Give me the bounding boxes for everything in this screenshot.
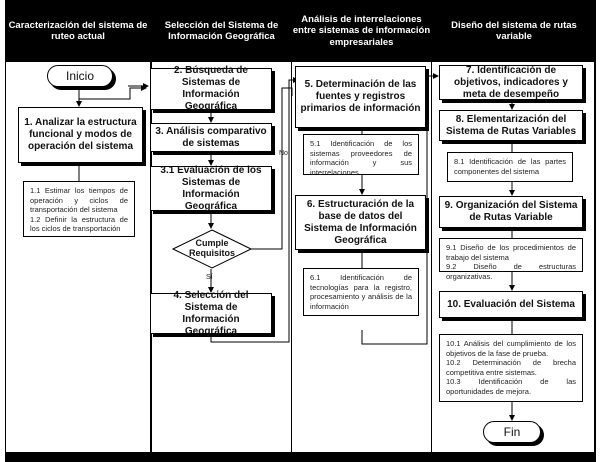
step-3: 3. Análisis comparativo de sistemas [150,123,272,152]
note-6-1-text: 6.1 Identificación de tecnologías para l… [310,273,412,311]
start-terminal: Inicio [47,65,113,87]
note-10: 10.1 Análisis del cumplimiento de los ob… [439,334,583,402]
note-5-1-text: 5.1 Identificación de los sistemas prove… [310,139,412,177]
lane-header-1: Caracterización del sistema de ruteo act… [8,19,148,42]
no-label: No [279,150,288,157]
note-8-1-text: 8.1 Identificación de las partes compone… [454,157,566,176]
step-6: 6. Estructuración de la base de datos de… [295,195,426,250]
note-10-item-3: 10.3 Identificación de las oportunidades… [446,377,576,396]
note-6-1: 6.1 Identificación de tecnologías para l… [303,268,419,316]
note-1: 1.1 Estimar los tiempos de operación y c… [23,181,135,237]
lane-header-3: Análisis de interrelaciones entre sistem… [292,13,431,48]
step-4: 4. Selección del Sistema de Información … [150,290,272,337]
step-10: 10. Evaluación del Sistema [439,291,583,318]
decision-diamond [172,229,252,269]
note-9-item-2: 9.2 Diseño de estructuras organizativas. [446,262,576,281]
decision-label: Cumple Requisitos [188,238,235,258]
note-10-item-2: 10.2 Determinación de brecha competitiva… [446,358,576,377]
note-1-item-1: 1.1 Estimar los tiempos de operación y c… [30,186,128,215]
step-1: 1. Analizar la estructura funcional y mo… [18,107,143,163]
note-9: 9.1 Diseño de los procedimientos de trab… [439,238,583,281]
step-9: 9. Organización del Sistema de Rutas Var… [439,196,583,228]
yes-label: Sí [206,274,213,281]
note-9-item-1: 9.1 Diseño de los procedimientos de trab… [446,243,576,262]
lane-header-2: Selección del Sistema de Información Geo… [164,19,279,42]
note-1-item-2: 1.2 Definir la estructura de los ciclos … [30,214,128,234]
step-2: 2. Búsqueda de Sistemas de Información G… [150,65,272,112]
step-3-1: 3.1 Evaluación de los Sistemas de Inform… [150,165,272,212]
note-10-item-1: 10.1 Análisis del cumplimiento de los ob… [446,339,576,358]
lane-header-4: Diseño del sistema de rutas variable [451,19,577,42]
end-terminal: Fin [483,421,541,443]
step-7: 7. Identificación de objetivos, indicado… [439,65,583,100]
note-5-1: 5.1 Identificación de los sistemas prove… [303,134,419,177]
note-8-1: 8.1 Identificación de las partes compone… [447,152,573,182]
step-5: 5. Determinación de las fuentes y regist… [295,66,426,128]
step-8: 8. Elementarización del Sistema de Rutas… [439,110,583,141]
